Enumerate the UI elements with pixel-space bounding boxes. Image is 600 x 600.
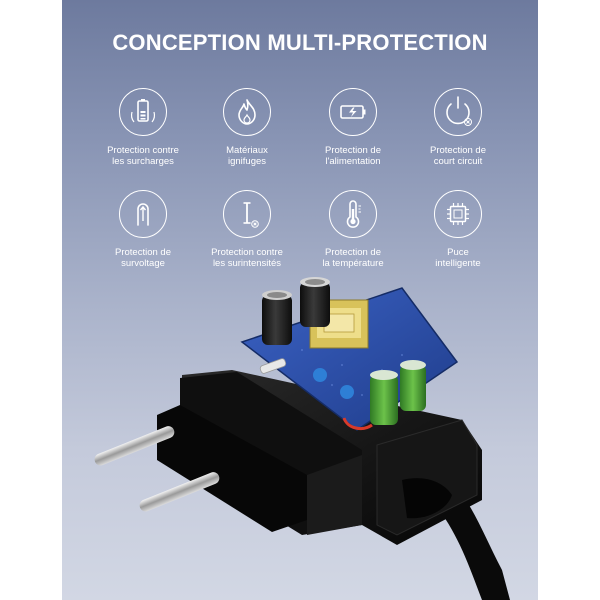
feature-fireproof-materials: Matériaux ignifuges xyxy=(192,88,302,167)
plug-pin xyxy=(139,472,220,512)
thermometer-icon xyxy=(329,190,377,238)
power-battery-icon xyxy=(329,88,377,136)
feature-smart-chip: Puce intelligente xyxy=(403,190,513,269)
cable-grommet xyxy=(402,478,452,519)
product-banner: CONCEPTION MULTI-PROTECTION Protection c… xyxy=(62,0,538,600)
power-off-icon xyxy=(434,88,482,136)
resistor xyxy=(259,358,287,374)
feature-label: Protection de la température xyxy=(322,247,384,269)
capacitor-green xyxy=(370,370,398,425)
feature-label: Matériaux ignifuges xyxy=(226,145,268,167)
capacitor-black xyxy=(300,277,330,327)
feature-label: Puce intelligente xyxy=(435,247,481,269)
voltage-up-icon xyxy=(119,190,167,238)
capacitor-green xyxy=(400,360,426,411)
chip-icon xyxy=(434,190,482,238)
current-icon xyxy=(223,190,271,238)
adapter-illustration xyxy=(94,277,510,600)
capacitor-black xyxy=(262,290,292,345)
capacitor-blue xyxy=(340,385,354,399)
feature-overload-protection: Protection contre les surcharges xyxy=(88,88,198,167)
feature-overcurrent-protection: Protection contre les surintensités xyxy=(192,190,302,269)
feature-label: Protection de survoltage xyxy=(115,247,171,269)
feature-label: Protection de court circuit xyxy=(430,145,486,167)
feature-short-circuit-protection: Protection de court circuit xyxy=(403,88,513,167)
capacitor-blue xyxy=(313,368,327,382)
adapter-side-housing xyxy=(376,419,478,536)
feature-overvoltage-protection: Protection de survoltage xyxy=(88,190,198,269)
power-adapter-image xyxy=(62,270,538,600)
red-wire xyxy=(342,417,373,430)
feature-label: Protection contre les surintensités xyxy=(211,247,283,269)
feature-label: Protection de l'alimentation xyxy=(325,145,381,167)
feature-temperature-protection: Protection de la température xyxy=(298,190,408,269)
feature-label: Protection contre les surcharges xyxy=(107,145,179,167)
feature-power-protection: Protection de l'alimentation xyxy=(298,88,408,167)
plug-head xyxy=(157,405,307,532)
page-title: CONCEPTION MULTI-PROTECTION xyxy=(112,30,488,55)
battery-icon xyxy=(119,88,167,136)
flame-icon xyxy=(223,88,271,136)
plug-pin xyxy=(94,426,175,466)
